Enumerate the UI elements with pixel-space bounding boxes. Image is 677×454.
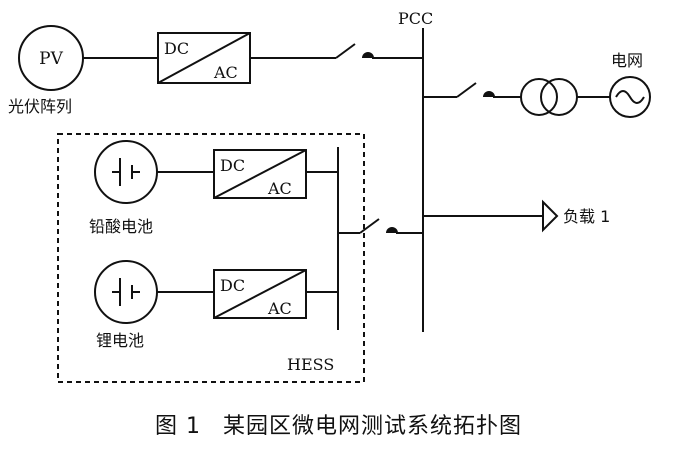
figure-caption: 图 1 某园区微电网测试系统拓扑图	[0, 408, 677, 440]
load-label: 负载 1	[563, 207, 610, 226]
transformer	[520, 78, 578, 116]
lithium-label: 锂电池	[96, 331, 144, 350]
lithium-converter	[213, 269, 307, 319]
lead-acid-converter-dc: DC	[220, 156, 245, 175]
lead-acid-label: 铅酸电池	[89, 217, 153, 236]
pv-converter-dc: DC	[164, 39, 189, 58]
lead-acid-battery	[94, 140, 158, 204]
load-arrow	[542, 199, 559, 233]
lithium-converter-ac: AC	[267, 299, 292, 318]
hess-boundary	[57, 133, 365, 383]
lead-acid-converter	[213, 149, 307, 199]
lead-acid-converter-ac: AC	[267, 179, 292, 198]
pcc-label: PCC	[398, 9, 433, 28]
lithium-converter-dc: DC	[220, 276, 245, 295]
pv-symbol: PV	[39, 49, 63, 69]
figure-title: 某园区微电网测试系统拓扑图	[222, 414, 522, 439]
pv-label: 光伏阵列	[8, 97, 72, 116]
lithium-battery	[94, 260, 158, 324]
lead-acid-battery-icon	[112, 158, 140, 186]
hess-title: HESS	[287, 355, 334, 374]
grid-switch	[456, 82, 495, 98]
grid-label: 电网	[611, 51, 643, 70]
figure-number: 图 1	[154, 414, 201, 439]
pv-switch	[335, 43, 374, 59]
grid-source	[609, 76, 651, 118]
hess-switch	[359, 218, 398, 234]
pv-converter-ac: AC	[213, 63, 238, 82]
lithium-battery-icon	[112, 278, 140, 306]
